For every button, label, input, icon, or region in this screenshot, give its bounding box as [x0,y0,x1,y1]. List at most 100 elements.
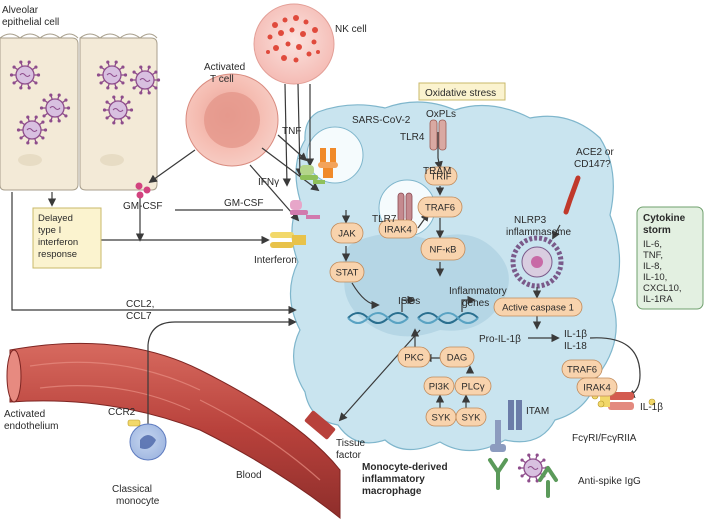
label-pro-il1b: Pro-IL-1β [479,334,521,345]
pill-label-syk2: SYK [461,413,481,424]
storm-item-0: IL-6, [643,239,662,250]
text-labels: Alveolar epithelial cell Activated T cel… [2,5,686,507]
storm-item-1: TNF, [643,250,663,261]
label-oxpls: OxPLs [426,109,456,120]
virus-icon [517,453,549,483]
pill-label-jak: JAK [338,229,356,240]
label-nk-cell: NK cell [335,24,367,35]
label-fc-receptor: FcγRI/FcγRIIA [572,433,637,444]
pill-nfkb [420,237,466,261]
storm-item-4: CXCL10, [643,283,682,294]
label-gm-csf-cell: GM-CSF [123,201,162,212]
label-ccl-1: CCL2, [126,299,154,310]
label-oxidative-stress: Oxidative stress [425,88,496,99]
label-macrophage-3: macrophage [362,486,422,497]
receptors [270,119,634,498]
label-ccr2: CCR2 [108,407,136,418]
label-alveolar-1: Alveolar [2,5,39,16]
label-tnf: TNF [282,126,301,137]
label-delayed-2: type I [38,225,61,236]
label-endothelium-1: Activated [4,409,45,420]
dna-strands [347,312,479,324]
label-tissue-2: factor [336,450,362,461]
pill-irak4-top [378,219,418,239]
nlrp3-inflammasome [510,235,564,289]
label-endothelium-2: endothelium [4,421,58,432]
pill-label-stat: STAT [336,268,359,279]
label-itam: ITAM [526,406,549,417]
label-anti-spike: Anti-spike IgG [578,476,641,487]
pill-irak4-bottom [576,377,618,397]
label-blood: Blood [236,470,262,481]
oxidative-stress-box [418,82,506,101]
label-delayed-4: response [38,249,77,260]
label-isgs: ISGs [398,296,420,307]
storm-item-3: IL-10, [643,272,667,283]
virus-icon [39,93,71,123]
pill-jak [330,222,364,244]
storm-item-5: IL-1RA [643,294,673,305]
label-nlrp3-2: inflammasome [506,227,571,238]
label-monocyte-2: monocyte [116,496,160,507]
label-infl-genes-2: genes [462,298,489,309]
label-macrophage-2: inflammatory [362,474,425,485]
label-monocyte-1: Classical [112,484,152,495]
pill-label-trif: TRIF [430,172,451,183]
label-ace2-1: ACE2 or [576,147,614,158]
blood-vessel [6,342,341,520]
pill-traf6-top [417,196,463,218]
pill-label-traf6-bottom: TRAF6 [567,365,597,376]
pill-label-pkc: PKC [404,353,424,364]
pill-label-irak4-bottom: IRAK4 [583,383,610,394]
pill-active-caspase [493,297,583,317]
gm-csf-dots [135,182,151,199]
label-sars-cov-2: SARS-CoV-2 [352,115,411,126]
label-ccl-2: CCL7 [126,311,152,322]
label-tcell-2: T cell [210,74,234,85]
pill-label-irak4-top: IRAK4 [384,225,411,236]
pill-pi3k [423,376,455,396]
label-alveolar-2: epithelial cell [2,17,59,28]
label-tissue-1: Tissue [336,438,366,449]
pill-label-syk1: SYK [431,413,451,424]
pill-syk2 [455,407,487,427]
label-il1b: IL-1β [564,329,587,340]
pill-dag [439,346,475,368]
virus-icon [16,115,48,145]
label-tlr4: TLR4 [400,132,425,143]
label-ifn-gamma: IFNγ [258,177,279,188]
alveolar-epithelial-cells [0,33,158,191]
cytokine-storm-box [636,206,704,310]
virus-icon [129,65,161,95]
pill-plcg [454,376,492,396]
label-interferon: Interferon [254,255,297,266]
pill-label-pi3k: PI3K [429,382,450,393]
label-gm-csf-receptor: GM-CSF [224,198,263,209]
label-il18: IL-18 [564,341,587,352]
label-tram: TRAM [423,166,451,177]
label-delayed-1: Delayed [38,213,73,224]
label-il1b-out: IL-1β [640,402,663,413]
pill-traf6-bottom [561,359,603,379]
pill-label-nfkb: NF-κB [430,245,457,256]
nk-granules [266,15,320,63]
label-storm-2: storm [643,225,671,236]
arrows [11,83,641,440]
delayed-response-box [32,207,102,269]
virus-icon [102,95,134,125]
pill-label-plcg: PLCγ [461,382,484,393]
label-nlrp3-1: NLRP3 [514,215,547,226]
pill-pkc [397,346,431,368]
label-storm-1: Cytokine [643,213,686,224]
pill-stat [329,261,365,283]
virus-icon [96,60,128,90]
macrophage-nucleus [343,233,509,337]
label-infl-genes-1: Inflammatory [449,286,507,297]
label-ace2-2: CD147? [574,159,611,170]
label-tcell-1: Activated [204,62,245,73]
virus-icon [9,60,41,90]
storm-item-2: IL-8, [643,261,662,272]
